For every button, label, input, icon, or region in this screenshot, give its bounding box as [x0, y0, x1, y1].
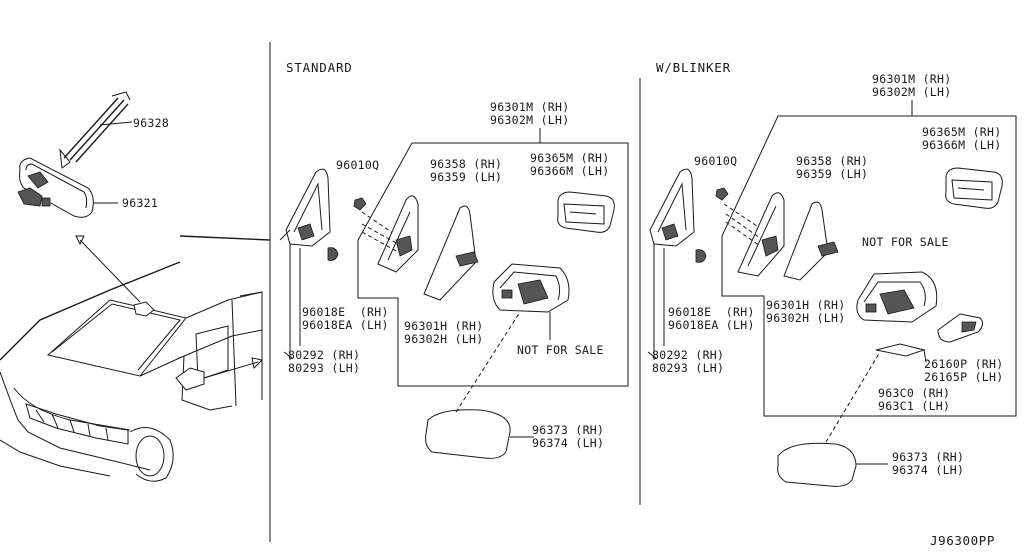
blinker-bracket-illustration [875, 343, 927, 363]
inner-mirror-illustration [17, 157, 118, 218]
wire-harness-illustration [59, 91, 133, 169]
blk-label-clip-lh: 80293 (LH) [652, 361, 725, 375]
blk-label-finisher-lh: 96018EA (LH) [668, 318, 755, 332]
section-title-standard: STANDARD [286, 60, 353, 75]
blk-label-finisher-rh: 96018E (RH) [668, 305, 755, 319]
std-label-cover-rh: 96301H (RH) [404, 319, 484, 333]
blk-label-screw: 96010Q [694, 154, 738, 168]
standard-cap-illustration [425, 311, 534, 459]
blk-label-glass-lh: 96366M (LH) [922, 138, 1002, 152]
blk-label-assy-lh: 96302M (LH) [872, 85, 952, 99]
std-label-base-lh: 96359 (LH) [430, 170, 503, 184]
standard-housing-illustration [492, 263, 570, 340]
label-wire: 96328 [133, 116, 170, 130]
std-label-clip-lh: 80293 (LH) [288, 361, 361, 375]
blk-label-lamp-rh: 26160P (RH) [924, 357, 1004, 371]
blk-label-assy-rh: 96301M (RH) [872, 72, 952, 86]
drawing-code: J96300PP [930, 533, 996, 548]
blk-label-glass-rh: 96365M (RH) [922, 125, 1002, 139]
standard-finisher-illustration [279, 168, 339, 360]
blinker-cap-illustration [777, 351, 888, 487]
std-label-glass-lh: 96366M (LH) [530, 164, 610, 178]
blk-label-base-rh: 96358 (RH) [796, 154, 869, 168]
standard-cover-illustration [423, 205, 479, 301]
standard-base-illustration [361, 195, 419, 273]
std-label-not-for-sale: NOT FOR SALE [517, 343, 604, 357]
std-label-finisher-rh: 96018E (RH) [302, 305, 389, 319]
blk-label-cap-lh: 96374 (LH) [892, 463, 965, 477]
blinker-cover-illustration [783, 201, 839, 281]
van-illustration [0, 235, 271, 482]
blk-label-not-for-sale: NOT FOR SALE [862, 235, 949, 249]
blk-label-lamp-lh: 26165P (LH) [924, 370, 1004, 384]
label-inner-mirror: 96321 [122, 196, 159, 210]
blinker-finisher-illustration [647, 168, 707, 360]
blk-label-base-lh: 96359 (LH) [796, 167, 869, 181]
std-label-assy-lh: 96302M (LH) [490, 113, 570, 127]
blk-label-cover-rh: 96301H (RH) [766, 298, 846, 312]
std-label-cap-rh: 96373 (RH) [532, 423, 605, 437]
std-label-cover-lh: 96302H (LH) [404, 332, 484, 346]
blinker-screw [715, 187, 761, 229]
blinker-lamp-illustration [937, 313, 984, 343]
std-label-base-rh: 96358 (RH) [430, 157, 503, 171]
blk-label-bracket-lh: 963C1 (LH) [878, 399, 951, 413]
blk-label-cover-lh: 96302H (LH) [766, 311, 846, 325]
blk-label-bracket-rh: 963C0 (RH) [878, 386, 951, 400]
std-label-glass-rh: 96365M (RH) [530, 151, 610, 165]
section-title-blinker: W/BLINKER [656, 60, 731, 75]
std-label-clip-rh: 80292 (RH) [288, 348, 361, 362]
std-label-screw: 96010Q [336, 158, 380, 172]
standard-glass-illustration [557, 191, 615, 233]
blinker-base-illustration [725, 192, 785, 277]
blinker-glass-illustration [945, 167, 1003, 209]
blinker-housing-illustration [856, 271, 938, 323]
std-label-assy-rh: 96301M (RH) [490, 100, 570, 114]
std-label-cap-lh: 96374 (LH) [532, 436, 605, 450]
std-label-finisher-lh: 96018EA (LH) [302, 318, 389, 332]
blk-label-clip-rh: 80292 (RH) [652, 348, 725, 362]
blinker-assembly-box [721, 100, 1017, 417]
standard-assembly-box [357, 128, 629, 387]
blk-label-cap-rh: 96373 (RH) [892, 450, 965, 464]
